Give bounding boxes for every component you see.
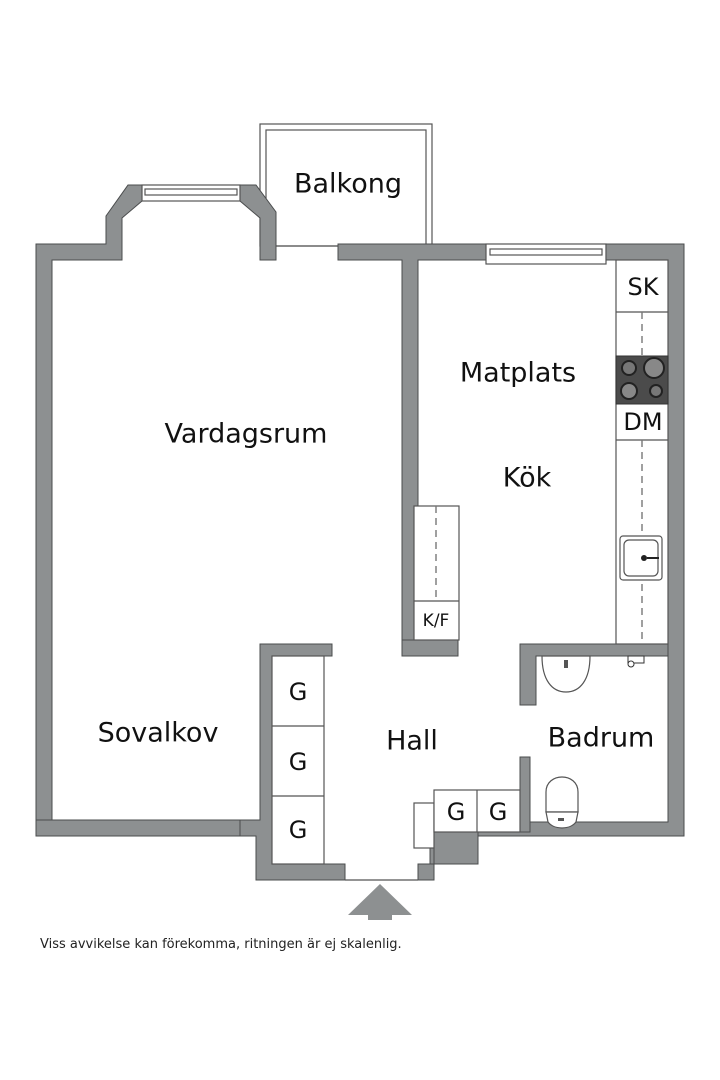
disclaimer-text: Viss avvikelse kan förekomma, ritningen …: [40, 937, 402, 952]
kf-wall: [401, 639, 459, 657]
entrance-arrow-icon: [348, 884, 412, 920]
bath-top-wall: [519, 643, 669, 706]
room-label-balkong: Balkong: [293, 168, 403, 200]
wardrobe-label-5: G: [488, 798, 508, 826]
hall-wardrobes: [271, 655, 325, 865]
room-label-vardagsrum: Vardagsrum: [164, 418, 328, 450]
shower-mixer-icon: [627, 655, 645, 668]
top-wall: [337, 243, 487, 657]
bay-window: [141, 184, 241, 202]
bathroom-sink-icon: [541, 655, 591, 693]
wardrobe-label-4: G: [446, 798, 466, 826]
fixture-label-kf: K/F: [422, 611, 450, 631]
entrance-wardrobes: [413, 789, 521, 849]
bath-wall-stub: [519, 756, 531, 833]
fixture-label-sk: SK: [627, 273, 659, 301]
bottom-left-wall: [35, 819, 257, 837]
room-label-badrum: Badrum: [547, 722, 655, 754]
room-label-kok: Kök: [502, 462, 552, 494]
wardrobe-label-1: G: [288, 678, 308, 706]
room-label-hall: Hall: [386, 725, 438, 757]
wardrobe-label-3: G: [288, 816, 308, 844]
wardrobe-label-2: G: [288, 748, 308, 776]
toilet-icon: [545, 776, 579, 829]
entrance-right-wall: [417, 831, 479, 881]
fixture-label-dm: DM: [623, 408, 663, 436]
room-label-sovalkov: Sovalkov: [97, 717, 219, 749]
kitchen-window: [485, 243, 607, 265]
fridge-freezer: [413, 505, 460, 641]
kitchen-counter: [615, 259, 669, 645]
room-label-matplats: Matplats: [459, 357, 577, 389]
